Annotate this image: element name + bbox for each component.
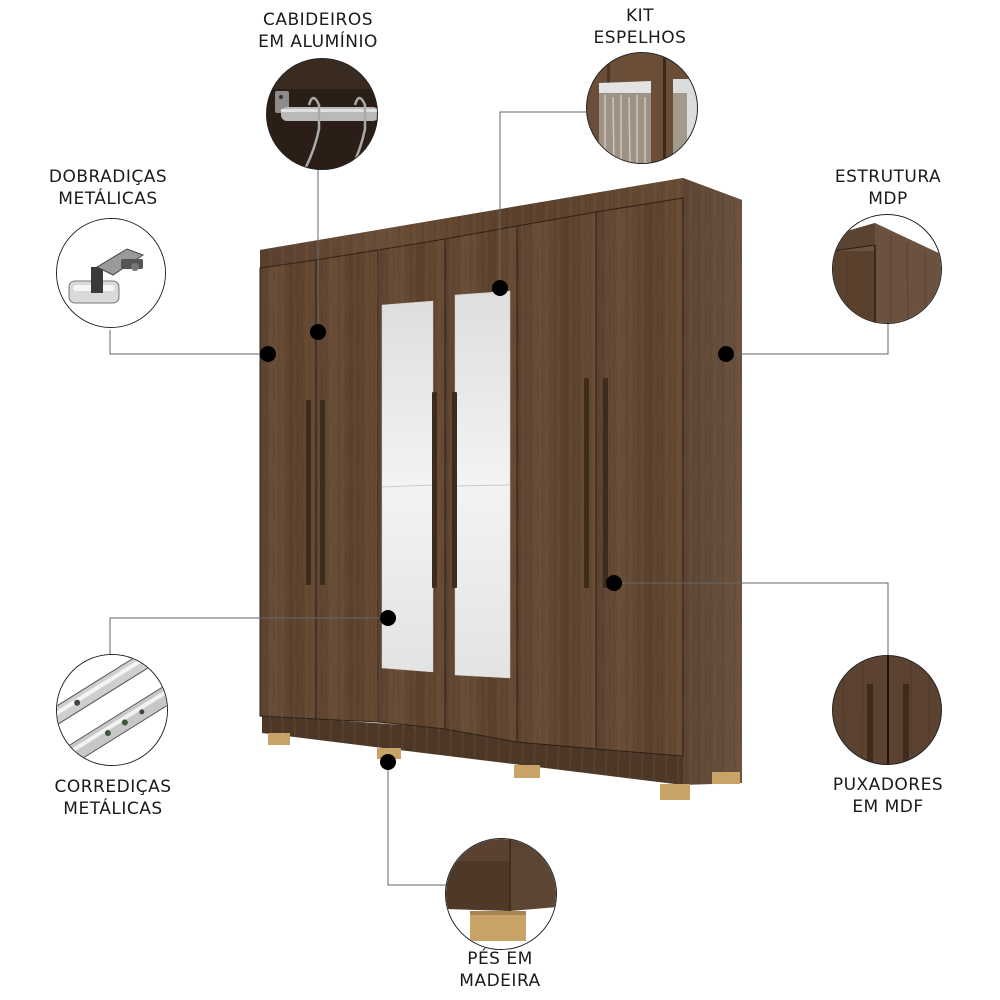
door-handles [306,378,608,588]
wooden-foot-icon [446,839,556,949]
wooden-feet-detail [445,838,557,950]
callout-label-pes: PÉS EM MADEIRA [459,949,541,991]
callout-label-puxadores: PUXADORES EM MDF [832,775,944,817]
callout-leader-lines [109,111,889,886]
callout-label-cabideiros: CABIDEIROS EM ALUMÍNIO [258,10,378,52]
drawer-slide-detail [56,654,168,766]
wooden-feet [268,733,740,800]
handle-icon [833,656,941,764]
mirror-detail [586,52,698,164]
mirror-icon [587,53,697,163]
callout-label-estrutura: ESTRUTURA MDP [834,167,942,209]
hanger-rail-detail [266,58,378,170]
drawer-slide-icon [57,655,167,765]
mdp-panel-icon [833,215,941,323]
callout-label-dobradicas: DOBRADIÇAS METÁLICAS [48,167,168,209]
mirrors [381,290,511,679]
callout-label-corredicas: CORREDIÇAS METÁLICAS [54,777,172,819]
callout-dots [260,280,734,770]
hinge-detail [56,218,166,328]
hanger-rail-icon [267,59,377,169]
handle-detail [832,655,942,765]
mdp-structure-detail [832,214,942,324]
callout-label-kit-espelhos: KIT ESPELHOS [593,6,687,48]
hinge-icon [57,219,165,327]
